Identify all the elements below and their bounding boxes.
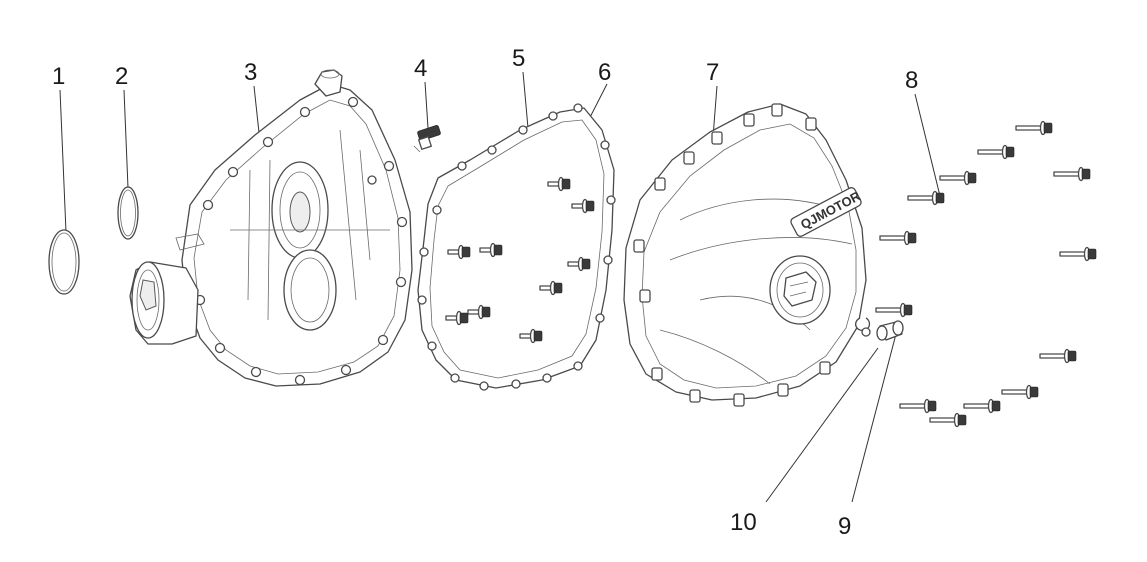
outer-bolt [1015,120,1053,136]
callout-7: 7 [706,59,719,86]
inner-crankcase-cover [129,69,413,387]
callout-5: 5 [512,45,525,72]
inner-bolt [519,328,543,344]
callout-10: 10 [730,509,757,536]
outer-bolt [1059,246,1097,262]
callout-6: 6 [598,59,611,86]
inner-bolt [539,280,563,296]
inner-bolt [445,310,469,326]
outer-bolt [1053,166,1091,182]
callout-2: 2 [115,63,128,90]
cover-emblem [769,255,831,325]
outer-crankcase-cover: QJMOTOR [623,103,867,407]
callout-9: 9 [838,513,851,540]
retaining-clip [854,317,871,337]
outer-bolt [1039,348,1077,364]
callout-4: 4 [414,55,427,82]
inner-bolt [547,176,571,192]
outer-bolt [875,302,913,318]
o-ring-large [48,229,80,295]
o-ring-small [117,186,139,240]
outer-bolt [899,398,937,414]
outer-bolt [879,230,917,246]
callout-8: 8 [905,67,918,94]
inner-bolt [467,304,491,320]
outer-bolt [977,144,1015,160]
outer-bolt [1001,384,1039,400]
outer-bolt [907,190,945,206]
callout-3: 3 [244,59,257,86]
outer-bolt [963,398,1001,414]
inner-bolt [571,198,595,214]
inner-bolt [447,244,471,260]
inner-bolt [567,256,591,272]
dowel-sleeve [876,320,904,341]
breather-fitting [413,125,441,153]
inner-bolt-set [445,176,595,344]
inner-bolt [479,242,503,258]
callout-1: 1 [52,63,65,90]
outer-bolt [939,170,977,186]
callout-labels: 1 2 3 4 5 6 7 8 9 10 [52,45,918,540]
outer-bolt-set [875,120,1097,428]
outer-bolt [929,412,967,428]
cover-gasket [417,103,616,391]
